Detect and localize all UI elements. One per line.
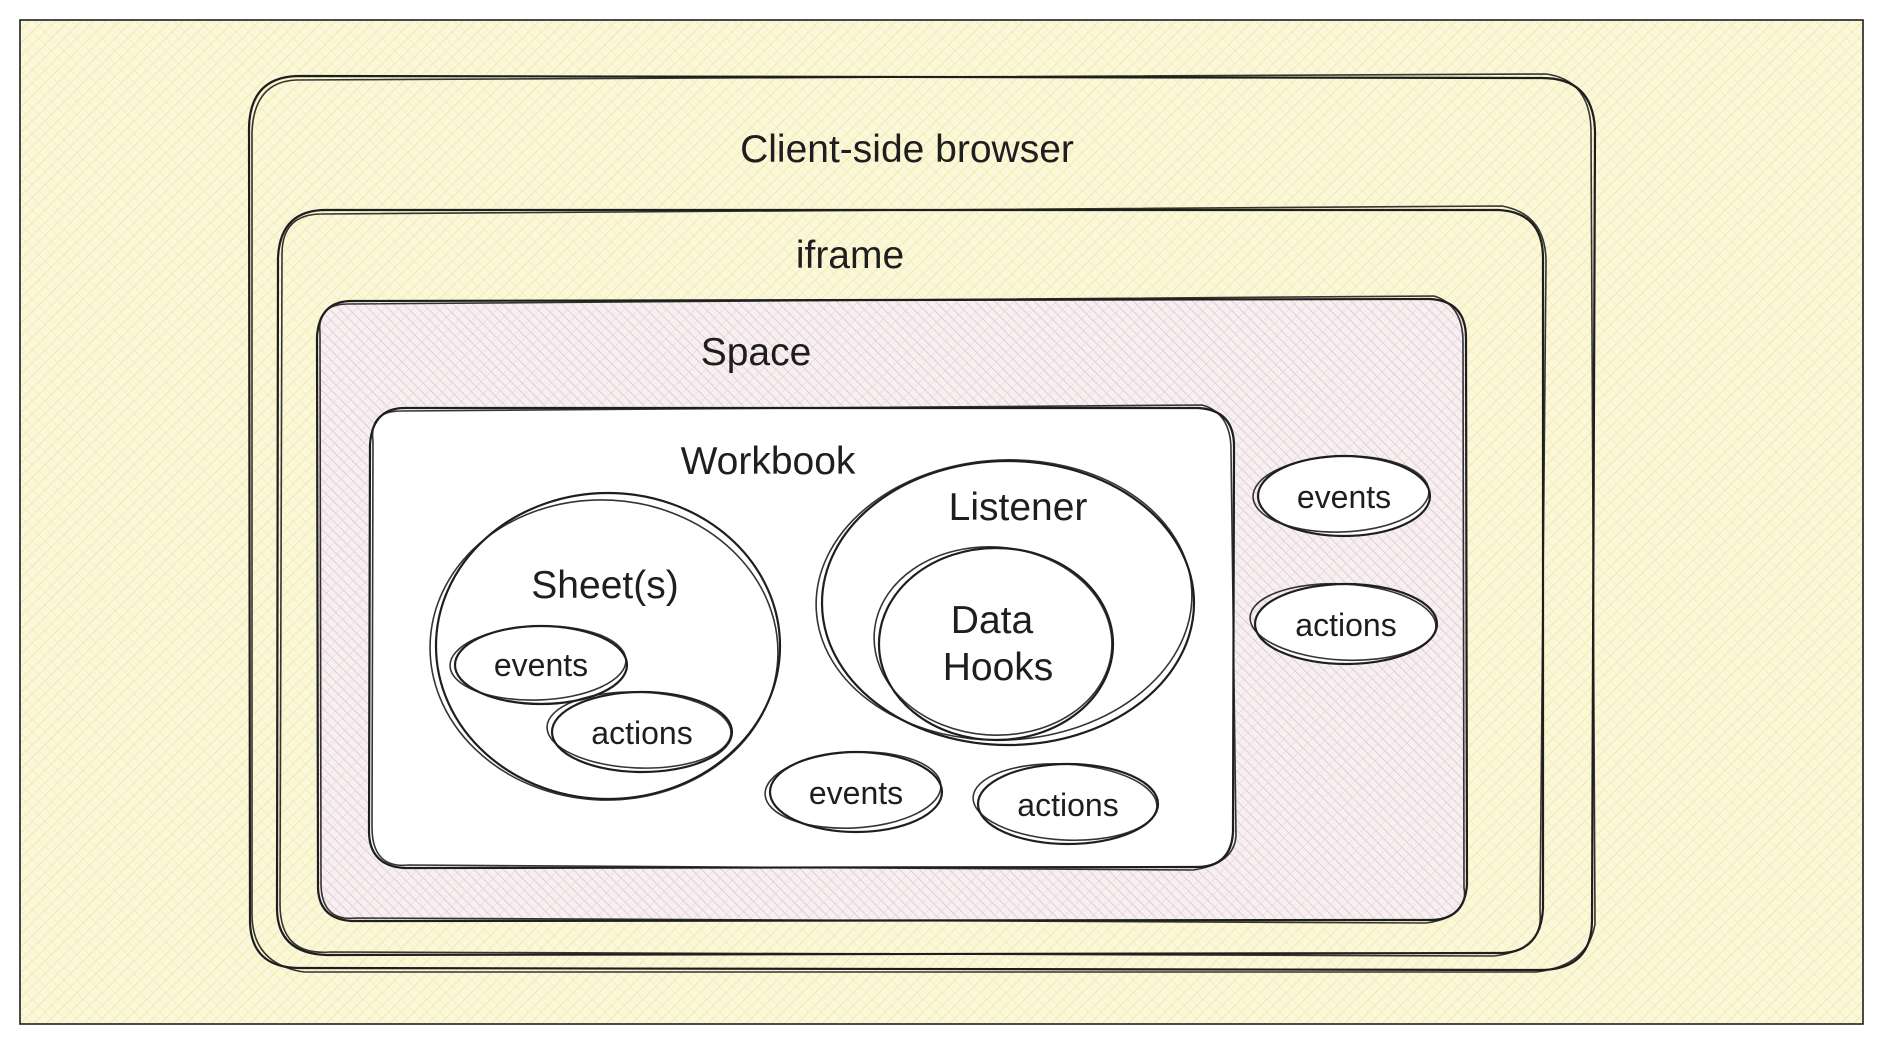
listener-label: Listener <box>949 486 1088 529</box>
space-label: Space <box>701 331 812 374</box>
data-hooks-label-line2: Hooks <box>943 646 1054 689</box>
workbook-actions-label: actions <box>1017 787 1118 823</box>
sheets-label: Sheet(s) <box>531 564 678 607</box>
workbook-actions-oval: actions <box>972 762 1160 846</box>
sheets-actions-label: actions <box>591 715 692 751</box>
sheets-events-oval: events <box>449 624 629 706</box>
browser-container: Client-side browser <box>247 73 1597 973</box>
iframe-container: iframe <box>275 205 1547 957</box>
data-hooks-label-line1: Data <box>951 599 1034 642</box>
space-actions-label: actions <box>1295 607 1396 643</box>
workbook-events-label: events <box>809 775 903 811</box>
space-events-oval: events <box>1252 454 1432 538</box>
iframe-label: iframe <box>796 234 904 277</box>
workbook-label: Workbook <box>681 440 856 483</box>
listener-circle: Listener <box>815 459 1196 747</box>
space-events-label: events <box>1297 479 1391 515</box>
workbook-events-oval: events <box>764 750 944 834</box>
data-hooks-circle: Data Hooks <box>873 546 1115 742</box>
browser-label: Client-side browser <box>740 128 1074 171</box>
space-actions-oval: actions <box>1249 582 1439 666</box>
sheets-actions-oval: actions <box>546 690 734 774</box>
sheets-circle: Sheet(s) <box>429 491 782 801</box>
sheets-events-label: events <box>494 647 588 683</box>
